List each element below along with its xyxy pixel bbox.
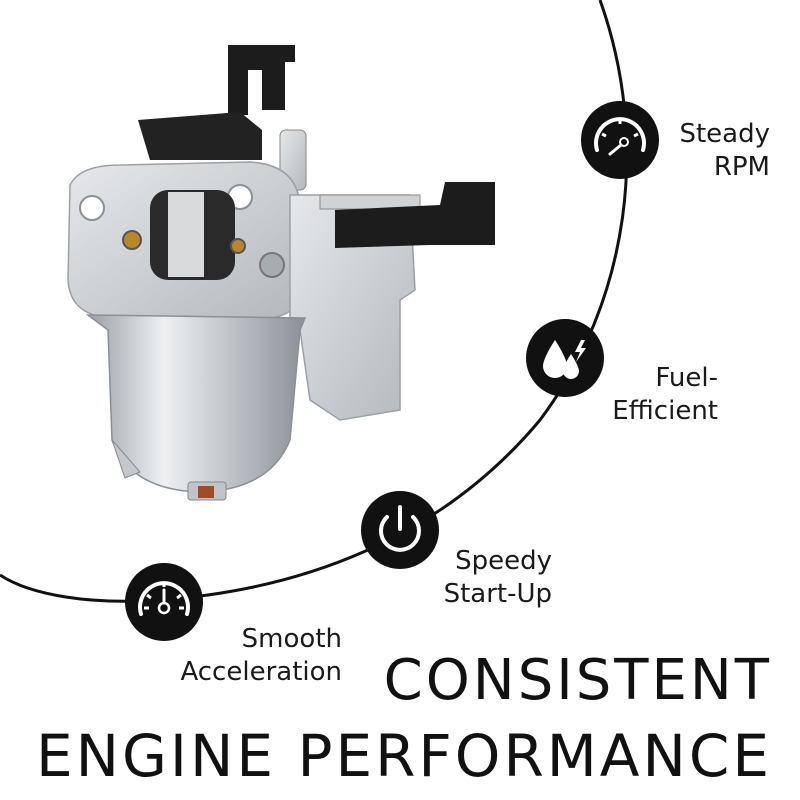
feature-label-steady-rpm: Steady RPM [660,118,770,184]
headline-line2: ENGINE PERFORMANCE [35,722,772,790]
power-icon [361,491,439,569]
feature-label-line2: Efficient [612,396,718,426]
fuel-drops-icon [526,319,604,397]
feature-label-line2: RPM [713,152,770,182]
feature-label-fuel-efficient: Fuel- Efficient [600,362,718,428]
feature-label-smooth-acceleration: Smooth Acceleration [170,623,342,689]
feature-label-line1: Speedy [455,546,552,576]
feature-label-line1: Fuel- [655,363,718,393]
feature-label-line1: Smooth [241,624,342,654]
speedometer-icon [581,101,659,179]
gauge-icon [125,563,203,641]
headline-line1: CONSISTENT [383,648,772,713]
feature-label-line1: Steady [679,119,770,149]
feature-label-line2: Start-Up [443,579,552,609]
feature-label-line2: Acceleration [180,657,342,687]
feature-label-speedy-start-up: Speedy Start-Up [432,545,552,611]
